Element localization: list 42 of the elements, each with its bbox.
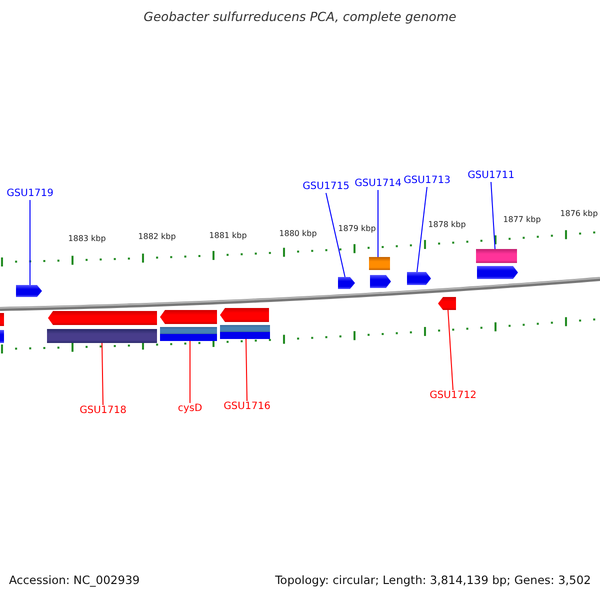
gene-feature-bar bbox=[476, 249, 517, 263]
gene-feature-bar bbox=[0, 313, 4, 326]
scale-label: 1883 kbp bbox=[67, 235, 107, 243]
gene-block bbox=[220, 308, 269, 322]
gene-feature-bar bbox=[369, 257, 390, 270]
gene-label: GSU1714 bbox=[353, 179, 403, 189]
gene-label: cysD bbox=[165, 404, 215, 414]
footer-text: Accession: NC_002939 bbox=[9, 575, 140, 586]
gene-block bbox=[407, 272, 431, 285]
gene-block bbox=[16, 285, 42, 297]
scale-label: 1879 kbp bbox=[337, 225, 377, 233]
gene-block bbox=[370, 275, 391, 288]
leader-line bbox=[102, 342, 104, 406]
gene-feature-bar bbox=[0, 330, 4, 343]
gene-label: GSU1711 bbox=[466, 171, 516, 181]
scale-label: 1876 kbp bbox=[559, 210, 599, 218]
leader-line bbox=[448, 310, 454, 390]
title: Geobacter sulfurreducens PCA, complete genome bbox=[142, 11, 458, 24]
gene-label: GSU1713 bbox=[402, 176, 452, 186]
leader-line bbox=[416, 186, 428, 272]
gene-block bbox=[438, 297, 456, 310]
gene-feature-bar bbox=[160, 327, 217, 341]
scale-label: 1882 kbp bbox=[137, 233, 177, 241]
gene-block bbox=[338, 277, 355, 289]
scale-label: 1880 kbp bbox=[278, 230, 318, 238]
leader-line bbox=[246, 338, 248, 402]
gene-label: GSU1716 bbox=[222, 402, 272, 412]
gene-block bbox=[477, 266, 518, 279]
gene-block bbox=[160, 310, 217, 324]
scale-label: 1878 kbp bbox=[427, 221, 467, 229]
scale-label: 1881 kbp bbox=[208, 232, 248, 240]
gene-block bbox=[48, 311, 157, 325]
gene-feature-bar bbox=[47, 329, 157, 343]
gene-label: GSU1712 bbox=[428, 391, 478, 401]
leader-line bbox=[490, 182, 496, 250]
scale-label: 1877 kbp bbox=[502, 216, 542, 224]
leader-line bbox=[326, 192, 346, 278]
footer-text: Topology: circular; Length: 3,814,139 bp; Genes: 3,502 bbox=[275, 575, 591, 586]
gene-label: GSU1715 bbox=[301, 182, 351, 192]
gene-label: GSU1718 bbox=[78, 406, 128, 416]
gene-label: GSU1719 bbox=[5, 189, 55, 199]
gene-feature-bar bbox=[220, 325, 270, 339]
